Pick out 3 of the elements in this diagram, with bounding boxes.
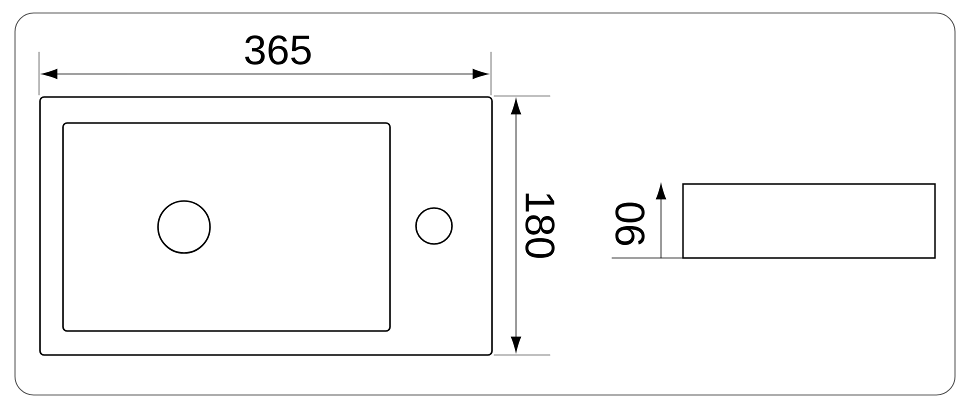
dimension-label: 180: [525, 194, 555, 258]
dimension-label: 90: [615, 202, 645, 246]
dimension-label: 365: [245, 35, 311, 65]
